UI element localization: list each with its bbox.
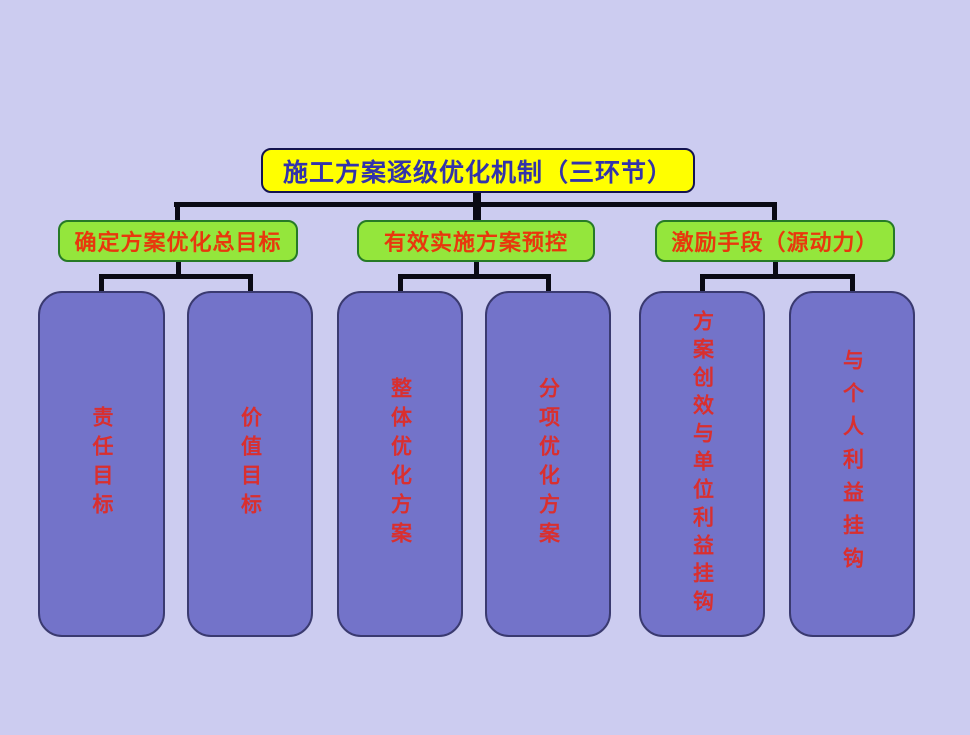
leaf-node-itemized-optimization: 分项优化方案 <box>485 291 611 637</box>
leaf-node-overall-optimization: 整体优化方案 <box>337 291 463 637</box>
branch-node-label: 确定方案优化总目标 <box>74 231 282 256</box>
connector-line <box>773 261 778 276</box>
connector-line <box>248 274 253 292</box>
root-node: 施工方案逐级优化机制（三环节） <box>261 148 695 193</box>
connector-line <box>175 202 180 222</box>
root-node-label: 施工方案逐级优化机制（三环节） <box>282 157 673 187</box>
connector-line <box>398 274 403 292</box>
leaf-node-label: 方案创效与单位利益挂钩 <box>690 310 715 618</box>
branch-node-precontrol: 有效实施方案预控 <box>357 220 595 262</box>
connector-line <box>99 274 253 279</box>
connector-line <box>700 274 855 279</box>
connector-line <box>772 202 777 222</box>
connector-line <box>176 261 181 276</box>
leaf-node-personal-benefit-link: 与个人利益挂钩 <box>789 291 915 637</box>
connector-line <box>473 192 481 222</box>
leaf-node-label: 分项优化方案 <box>536 377 561 551</box>
branch-node-goal: 确定方案优化总目标 <box>58 220 298 262</box>
leaf-node-label: 责任目标 <box>90 406 114 522</box>
branch-node-label: 激励手段（源动力） <box>671 231 879 256</box>
connector-line <box>99 274 104 292</box>
branch-node-incentive: 激励手段（源动力） <box>655 220 895 262</box>
leaf-node-label: 整体优化方案 <box>388 377 413 551</box>
leaf-node-label: 与个人利益挂钩 <box>840 348 865 580</box>
connector-line <box>474 261 479 276</box>
connector-line <box>700 274 705 292</box>
connector-line <box>174 202 777 207</box>
leaf-node-label: 价值目标 <box>238 406 263 522</box>
connector-line <box>850 274 855 292</box>
leaf-node-unit-benefit-link: 方案创效与单位利益挂钩 <box>639 291 765 637</box>
connector-line <box>398 274 551 279</box>
leaf-node-value-goal: 价值目标 <box>187 291 313 637</box>
connector-line <box>546 274 551 292</box>
branch-node-label: 有效实施方案预控 <box>383 231 568 256</box>
leaf-node-responsibility-goal: 责任目标 <box>38 291 165 637</box>
